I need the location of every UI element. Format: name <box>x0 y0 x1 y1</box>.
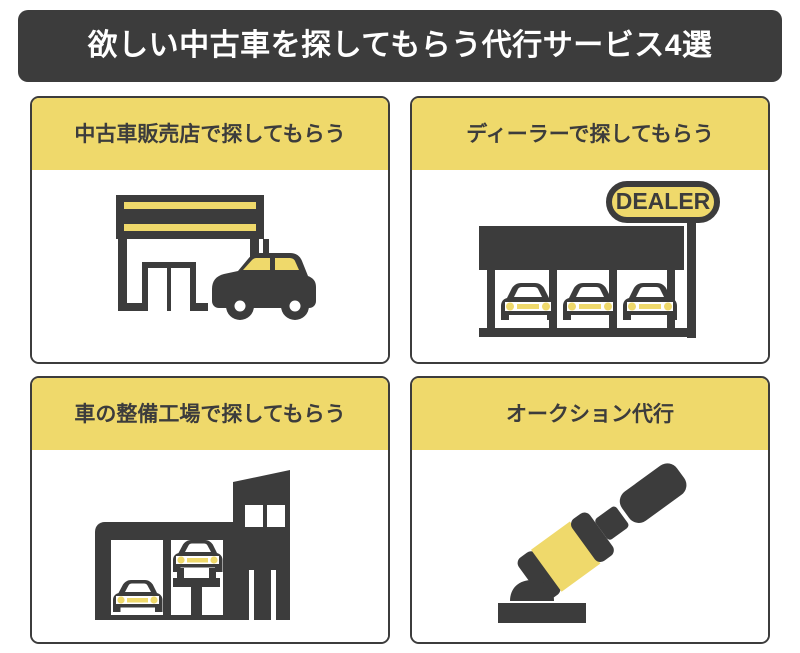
card-dealer[interactable]: ディーラーで探してもらう DEALER <box>410 96 770 364</box>
showroom-car-3 <box>623 283 677 320</box>
dealer-showroom-icon: DEALER <box>479 181 720 338</box>
garage-car-ground <box>113 580 163 612</box>
card-title-repair-garage: 車の整備工場で探してもらう <box>74 402 346 426</box>
card-repair-garage[interactable]: 車の整備工場で探してもらう <box>30 376 390 644</box>
showroom-car-1 <box>501 283 555 320</box>
card-header-dealer: ディーラーで探してもらう <box>412 98 768 170</box>
header-banner: 欲しい中古車を探してもらう代行サービス4選 <box>18 10 782 82</box>
auction-gavel-icon <box>498 463 687 623</box>
card-body-used-car-shop <box>32 170 388 362</box>
dealer-sign-shape <box>606 181 720 223</box>
card-used-car-shop[interactable]: 中古車販売店で探してもらう <box>30 96 390 364</box>
card-header-auction-agent: オークション代行 <box>412 378 768 450</box>
card-body-repair-garage <box>32 450 388 642</box>
card-body-auction-agent <box>412 450 768 642</box>
card-auction-agent[interactable]: オークション代行 <box>410 376 770 644</box>
card-header-used-car-shop: 中古車販売店で探してもらう <box>32 98 388 170</box>
auto-repair-garage-icon <box>95 470 290 620</box>
used-car-dealership-icon <box>116 195 316 320</box>
garage-car-on-lift <box>173 540 223 572</box>
card-title-used-car-shop: 中古車販売店で探してもらう <box>74 122 346 146</box>
card-grid: 中古車販売店で探してもらう <box>30 96 770 644</box>
showroom-car-2 <box>563 283 617 320</box>
card-title-dealer: ディーラーで探してもらう <box>466 122 714 146</box>
card-header-repair-garage: 車の整備工場で探してもらう <box>32 378 388 450</box>
page-title: 欲しい中古車を探してもらう代行サービス4選 <box>87 29 713 62</box>
card-body-dealer: DEALER <box>412 170 768 362</box>
dealer-sign-label: DEALER <box>616 188 711 214</box>
card-title-auction-agent: オークション代行 <box>506 402 674 426</box>
